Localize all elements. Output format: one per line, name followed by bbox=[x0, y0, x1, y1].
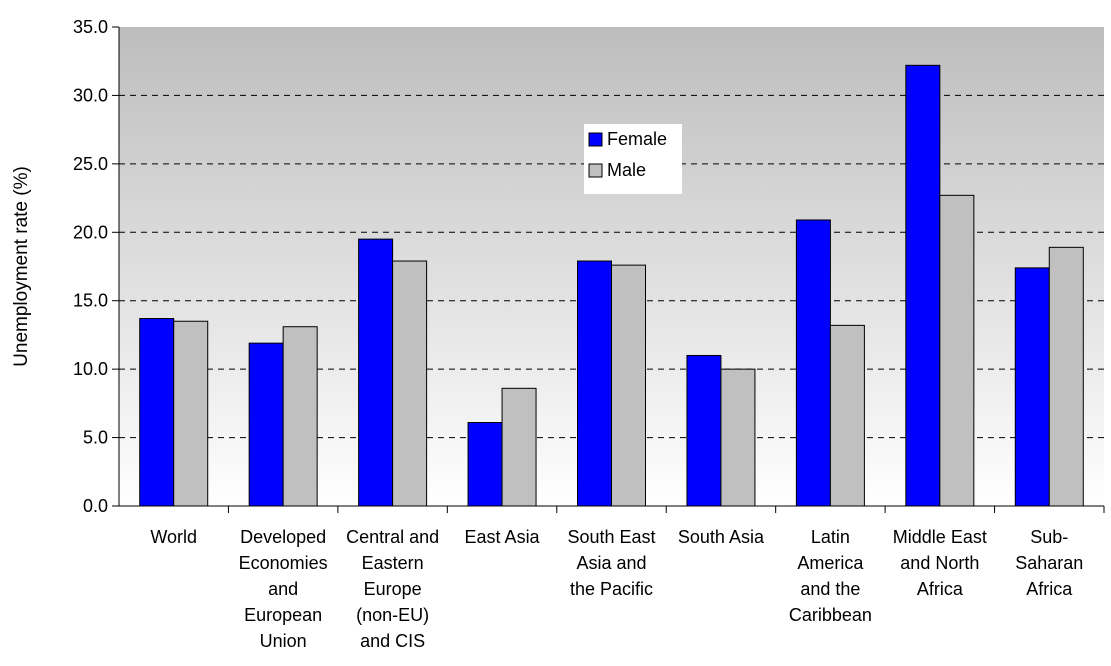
bar-male bbox=[173, 320, 209, 507]
category-label: Developed bbox=[240, 527, 326, 547]
category-label: America bbox=[797, 553, 864, 573]
bar-female bbox=[248, 342, 284, 507]
y-tick-label: 5.0 bbox=[83, 428, 108, 448]
bar-female bbox=[358, 238, 394, 507]
y-tick-label: 0.0 bbox=[83, 496, 108, 516]
y-tick-label: 30.0 bbox=[73, 85, 108, 105]
bars bbox=[139, 64, 1084, 507]
category-label: European bbox=[244, 605, 322, 625]
bar-male bbox=[720, 368, 756, 507]
legend-label-male: Male bbox=[607, 160, 646, 180]
bar-male bbox=[611, 264, 646, 507]
bar-male bbox=[392, 260, 428, 507]
bar-female bbox=[795, 219, 831, 507]
bar-male bbox=[829, 324, 865, 507]
legend-swatch-female bbox=[588, 132, 603, 147]
category-label: Africa bbox=[1026, 579, 1073, 599]
category-label: Africa bbox=[917, 579, 964, 599]
category-label: Europe bbox=[364, 579, 422, 599]
category-label: South Asia bbox=[678, 527, 765, 547]
legend-swatch-male bbox=[588, 163, 603, 178]
bar-female bbox=[139, 318, 175, 507]
category-label: Union bbox=[260, 631, 307, 651]
axes bbox=[112, 26, 1105, 513]
category-label: Asia and bbox=[576, 553, 646, 573]
y-axis-title: Unemployment rate (%) bbox=[11, 166, 32, 367]
y-tick-label: 15.0 bbox=[73, 291, 108, 311]
category-label: World bbox=[150, 527, 197, 547]
category-label: South East bbox=[567, 527, 655, 547]
y-tick-label: 20.0 bbox=[73, 222, 108, 242]
y-tick-label: 10.0 bbox=[73, 359, 108, 379]
category-label: and CIS bbox=[360, 631, 425, 651]
category-label: Latin bbox=[811, 527, 850, 547]
bar-female bbox=[577, 260, 612, 507]
bar-male bbox=[1048, 246, 1084, 507]
category-label: (non-EU) bbox=[356, 605, 429, 625]
category-label: Caribbean bbox=[789, 605, 872, 625]
category-label: and bbox=[268, 579, 298, 599]
bar-female bbox=[1014, 267, 1050, 507]
y-tick-label: 35.0 bbox=[73, 17, 108, 37]
bar-female bbox=[467, 422, 503, 507]
category-label: the Pacific bbox=[570, 579, 653, 599]
bar-male bbox=[282, 326, 318, 507]
category-label: Eastern bbox=[362, 553, 424, 573]
category-label: and the bbox=[800, 579, 860, 599]
bar-male bbox=[501, 387, 537, 507]
bar-female bbox=[686, 354, 722, 507]
category-label: Economies bbox=[239, 553, 328, 573]
y-tick-label: 25.0 bbox=[73, 154, 108, 174]
category-label: Central and bbox=[346, 527, 439, 547]
category-label: East Asia bbox=[465, 527, 541, 547]
category-label: Saharan bbox=[1015, 553, 1083, 573]
category-label: Middle East bbox=[893, 527, 987, 547]
category-label: Sub- bbox=[1030, 527, 1068, 547]
legend-label-female: Female bbox=[607, 129, 667, 149]
bar-male bbox=[939, 194, 975, 507]
bar-female bbox=[905, 64, 941, 507]
category-label: and North bbox=[900, 553, 979, 573]
